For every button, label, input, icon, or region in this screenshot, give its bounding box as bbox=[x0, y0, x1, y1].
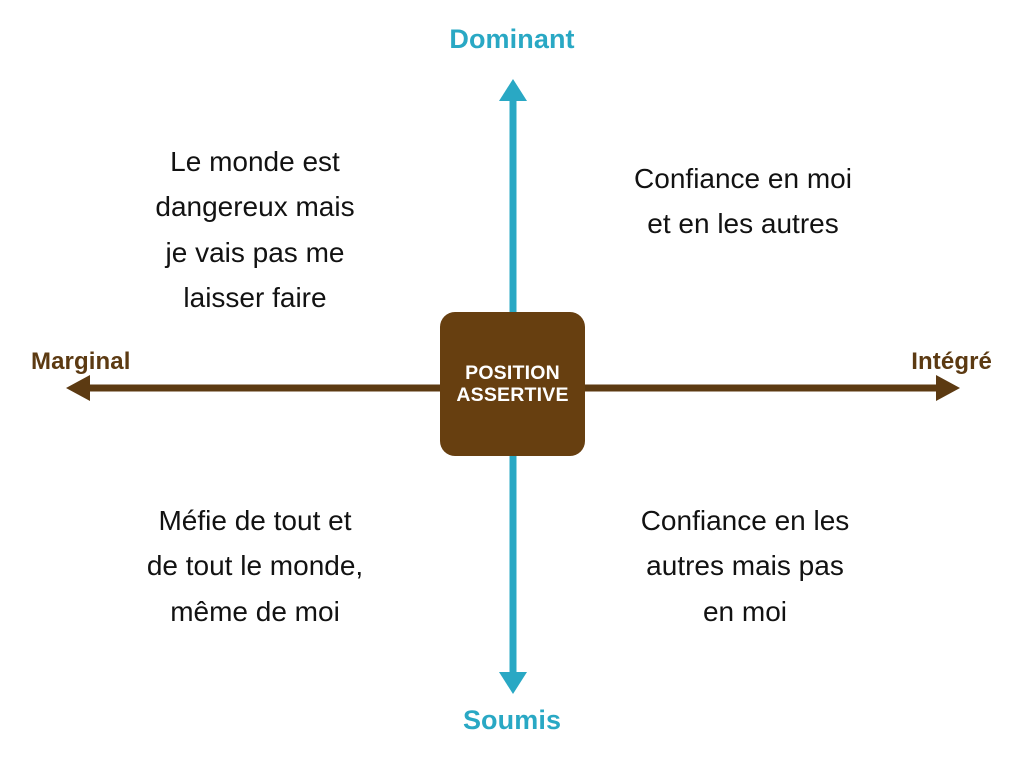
text-line: Méfie de tout et bbox=[158, 505, 352, 536]
axis-label-integre: Intégré bbox=[911, 348, 992, 375]
center-node-position-assertive: POSITION ASSERTIVE bbox=[440, 312, 585, 456]
text-line: en moi bbox=[702, 595, 788, 627]
text-line: Confiance en les bbox=[640, 505, 850, 536]
axis-label-soumis: Soumis bbox=[462, 705, 562, 735]
center-node-line-1: POSITION bbox=[465, 361, 560, 384]
quadrant-text-top-right: Confiance en moi et en les autres bbox=[590, 156, 896, 247]
text-line: laisser faire bbox=[183, 282, 327, 314]
center-node-line-2: ASSERTIVE bbox=[456, 384, 569, 406]
text-line: Le monde est bbox=[170, 146, 340, 177]
quadrant-text-bottom-right: Confiance en les autres mais pas en moi bbox=[592, 498, 898, 634]
text-line: dangereux mais bbox=[155, 191, 355, 223]
quadrant-text-top-left: Le monde est dangereux mais je vais pas me… bbox=[72, 139, 438, 320]
axis-label-marginal: Marginal bbox=[31, 348, 131, 375]
text-line: de tout le monde, bbox=[146, 550, 364, 582]
text-line: et en les autres bbox=[647, 208, 839, 240]
axis-label-dominant: Dominant bbox=[449, 24, 575, 54]
text-line: je vais pas me bbox=[165, 236, 345, 268]
text-line: même de moi bbox=[170, 595, 340, 627]
text-line: Confiance en moi bbox=[634, 163, 852, 194]
quadrant-text-bottom-left: Méfie de tout et de tout le monde, même de… bbox=[72, 498, 438, 634]
text-line: autres mais pas bbox=[646, 550, 844, 582]
